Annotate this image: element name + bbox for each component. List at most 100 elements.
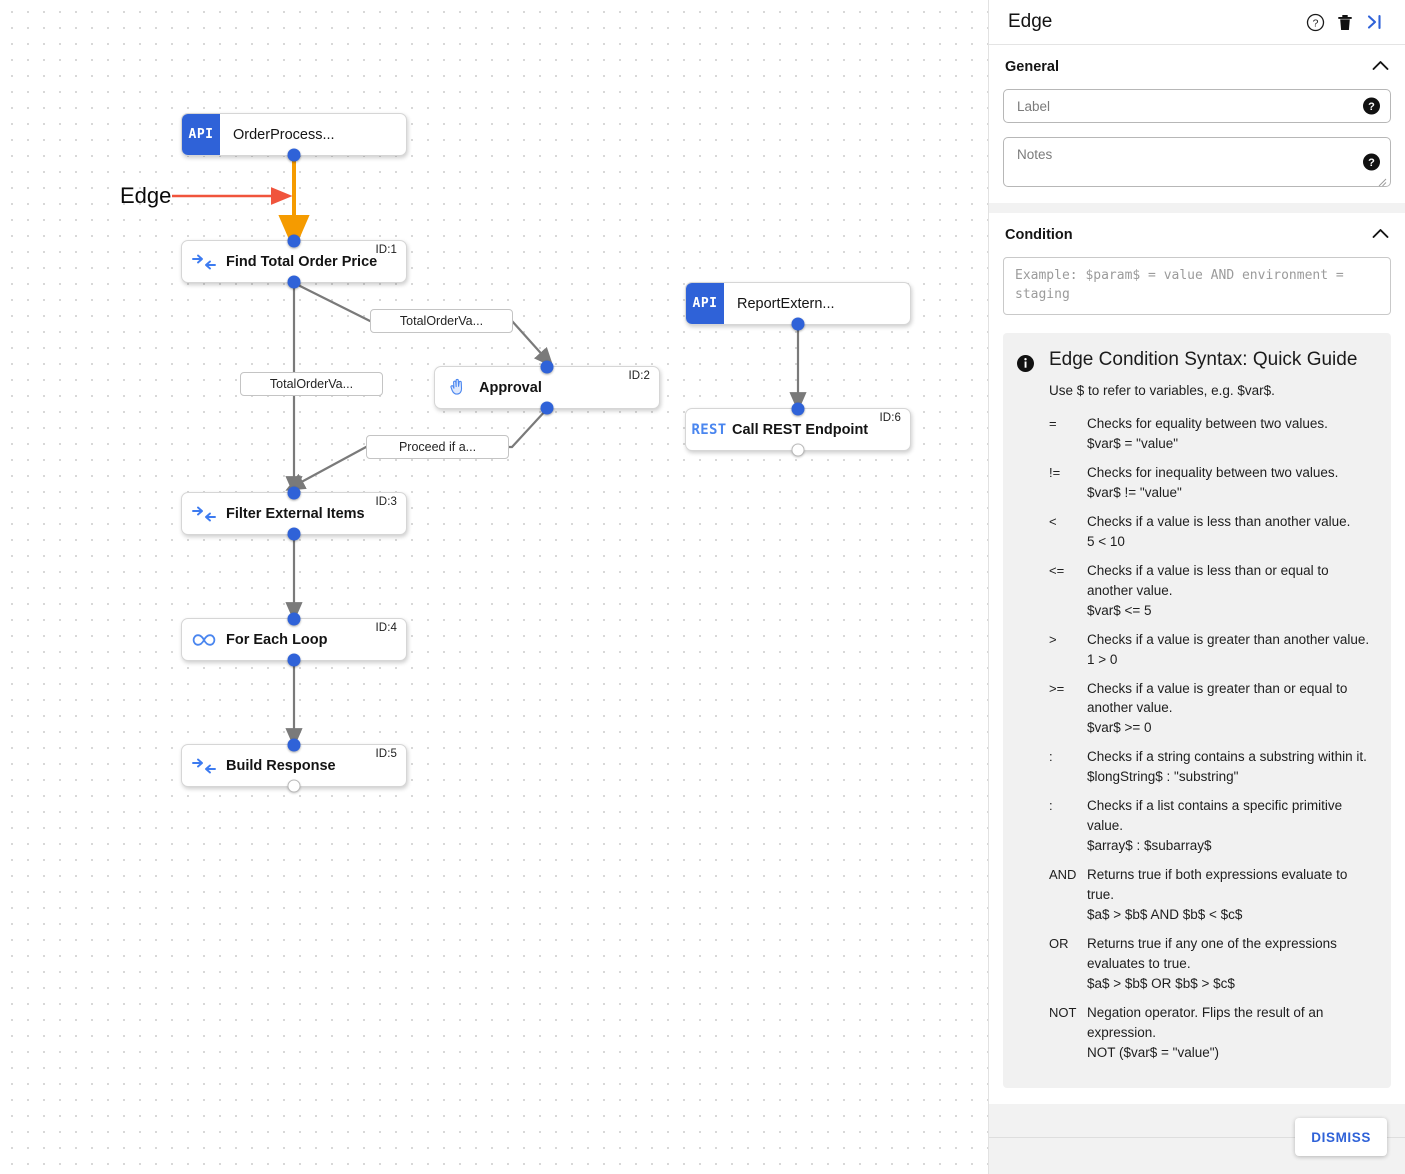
node-label: ReportExtern... bbox=[737, 295, 835, 312]
operator-row: <Checks if a value is less than another … bbox=[1049, 512, 1375, 552]
node-for-each-loop[interactable]: ID:4 For Each Loop bbox=[181, 612, 407, 667]
operator-symbol: = bbox=[1049, 415, 1057, 431]
edge-label-chip[interactable]: TotalOrderVa... bbox=[370, 309, 513, 333]
node-approval[interactable]: ID:2 Approval bbox=[434, 360, 660, 415]
node-id-tag: ID:1 bbox=[375, 244, 397, 256]
condition-section: Condition Example: $param$ = value AND e… bbox=[989, 213, 1405, 1104]
node-output-port[interactable] bbox=[287, 275, 301, 289]
delete-icon[interactable] bbox=[1330, 7, 1360, 37]
node-id-tag: ID:6 bbox=[879, 412, 901, 424]
node-output-port[interactable] bbox=[287, 527, 301, 541]
node-id-tag: ID:3 bbox=[375, 496, 397, 508]
notes-field[interactable]: Notes ? bbox=[1003, 137, 1391, 187]
node-label: Build Response bbox=[226, 757, 336, 774]
edge-connections bbox=[172, 156, 807, 748]
panel-footer: DISMISS bbox=[989, 1110, 1405, 1174]
footer-divider bbox=[989, 1137, 1405, 1138]
general-section: General Label ? bbox=[989, 45, 1405, 203]
node-input-port[interactable] bbox=[791, 402, 805, 416]
chevron-up-icon[interactable] bbox=[1372, 227, 1389, 243]
operator-description: Checks if a value is greater than anothe… bbox=[1087, 631, 1370, 647]
panel-body: General Label ? bbox=[989, 45, 1405, 1110]
node-output-port[interactable] bbox=[791, 443, 805, 457]
edge-label-chip[interactable]: Proceed if a... bbox=[366, 435, 509, 459]
node-label: For Each Loop bbox=[226, 631, 328, 648]
operator-row: = Checks for equality between two values.… bbox=[1049, 414, 1375, 454]
api-badge-icon: API bbox=[686, 283, 724, 324]
chevron-up-icon[interactable] bbox=[1372, 59, 1389, 75]
node-call-rest-endpoint[interactable]: ID:6 REST Call REST Endpoint bbox=[685, 402, 911, 457]
node-report-extern[interactable]: API ReportExtern... bbox=[685, 282, 911, 331]
operator-symbol: <= bbox=[1049, 562, 1065, 578]
operator-example: 1 > 0 bbox=[1087, 651, 1118, 667]
edge-properties-panel: Edge ? bbox=[988, 0, 1405, 1174]
dismiss-button[interactable]: DISMISS bbox=[1295, 1118, 1387, 1156]
panel-header: Edge ? bbox=[989, 0, 1405, 45]
api-badge-icon: API bbox=[182, 114, 220, 155]
svg-text:?: ? bbox=[1368, 157, 1375, 169]
operator-symbol: >= bbox=[1049, 680, 1065, 696]
flow-canvas[interactable]: Edge API OrderProcess... ID:1 Find Total… bbox=[0, 0, 988, 1174]
operator-row: >=Checks if a value is greater than or e… bbox=[1049, 679, 1375, 739]
section-divider bbox=[989, 203, 1405, 213]
node-output-port[interactable] bbox=[287, 148, 301, 162]
page-title: Edge bbox=[1008, 11, 1053, 32]
node-input-port[interactable] bbox=[540, 360, 554, 374]
help-icon[interactable]: ? bbox=[1300, 7, 1330, 37]
label-field[interactable]: Label ? bbox=[1003, 89, 1391, 123]
collapse-icon[interactable] bbox=[1360, 7, 1390, 37]
node-order-process[interactable]: API OrderProcess... bbox=[181, 113, 407, 162]
label-help-icon[interactable]: ? bbox=[1363, 97, 1380, 115]
operator-description: Checks for equality between two values. bbox=[1087, 415, 1328, 431]
general-section-header[interactable]: General bbox=[1003, 45, 1391, 89]
resize-handle[interactable] bbox=[1378, 175, 1387, 187]
node-label: Approval bbox=[479, 379, 542, 396]
node-id-tag: ID:2 bbox=[628, 370, 650, 382]
node-output-port[interactable] bbox=[287, 779, 301, 793]
operator-description: Checks if a list contains a specific pri… bbox=[1087, 798, 1343, 834]
node-find-total-order-price[interactable]: ID:1 Find Total Order Price bbox=[181, 234, 407, 289]
label-field-placeholder: Label bbox=[1017, 98, 1051, 114]
guide-title: Edge Condition Syntax: Quick Guide bbox=[1049, 349, 1358, 370]
operator-example: $var$ >= 0 bbox=[1087, 720, 1152, 736]
hand-icon bbox=[435, 377, 479, 399]
operator-row: <= Checks if a value is less than or equa… bbox=[1049, 561, 1375, 621]
operator-description-group: Checks if a value is less than or equal … bbox=[1087, 561, 1375, 621]
operator-row: :Checks if a string contains a substring… bbox=[1049, 747, 1375, 787]
operator-description-group: Checks if a value is greater than anothe… bbox=[1087, 630, 1375, 670]
node-output-port[interactable] bbox=[287, 653, 301, 667]
operator-description: Returns true if any one of the expressio… bbox=[1087, 936, 1337, 972]
operator-description: Checks for inequality between two values… bbox=[1087, 464, 1339, 480]
info-icon bbox=[1017, 349, 1037, 1072]
node-output-port[interactable] bbox=[791, 317, 805, 331]
node-label: Filter External Items bbox=[226, 505, 365, 522]
operator-description-group: Checks if a string contains a substring … bbox=[1087, 747, 1375, 787]
condition-input[interactable]: Example: $param$ = value AND environment… bbox=[1003, 257, 1391, 315]
node-input-port[interactable] bbox=[287, 234, 301, 248]
merge-arrows-icon bbox=[182, 506, 226, 522]
operator-example: $longString$ : "substring" bbox=[1087, 769, 1239, 785]
operator-example: $var$ != "value" bbox=[1087, 484, 1182, 500]
edge-label-chip[interactable]: TotalOrderVa... bbox=[240, 372, 383, 396]
operator-description-group: Negation operator. Flips the result of a… bbox=[1087, 1003, 1375, 1063]
operator-row: >Checks if a value is greater than anoth… bbox=[1049, 630, 1375, 670]
notes-help-icon[interactable]: ? bbox=[1363, 153, 1380, 171]
node-input-port[interactable] bbox=[287, 738, 301, 752]
node-input-port[interactable] bbox=[287, 486, 301, 500]
operator-description: Returns true if both expressions evaluat… bbox=[1087, 867, 1348, 903]
edge-annotation-label: Edge bbox=[120, 183, 172, 208]
node-input-port[interactable] bbox=[287, 612, 301, 626]
operator-example: NOT ($var$ = "value") bbox=[1087, 1045, 1220, 1060]
condition-section-header[interactable]: Condition bbox=[1003, 213, 1391, 257]
node-build-response[interactable]: ID:5 Build Response bbox=[181, 738, 407, 793]
general-heading: General bbox=[1005, 59, 1059, 75]
node-filter-external-items[interactable]: ID:3 Filter External Items bbox=[181, 486, 407, 541]
node-label: Find Total Order Price bbox=[226, 253, 378, 270]
condition-syntax-guide: Edge Condition Syntax: Quick Guide Use $… bbox=[1003, 333, 1391, 1088]
operator-row: :Checks if a list contains a specific pr… bbox=[1049, 796, 1375, 856]
operator-description-group: Returns true if any one of the expressio… bbox=[1087, 934, 1375, 994]
node-output-port[interactable] bbox=[540, 401, 554, 415]
operator-description-group: Checks for equality between two values.$… bbox=[1087, 414, 1375, 454]
